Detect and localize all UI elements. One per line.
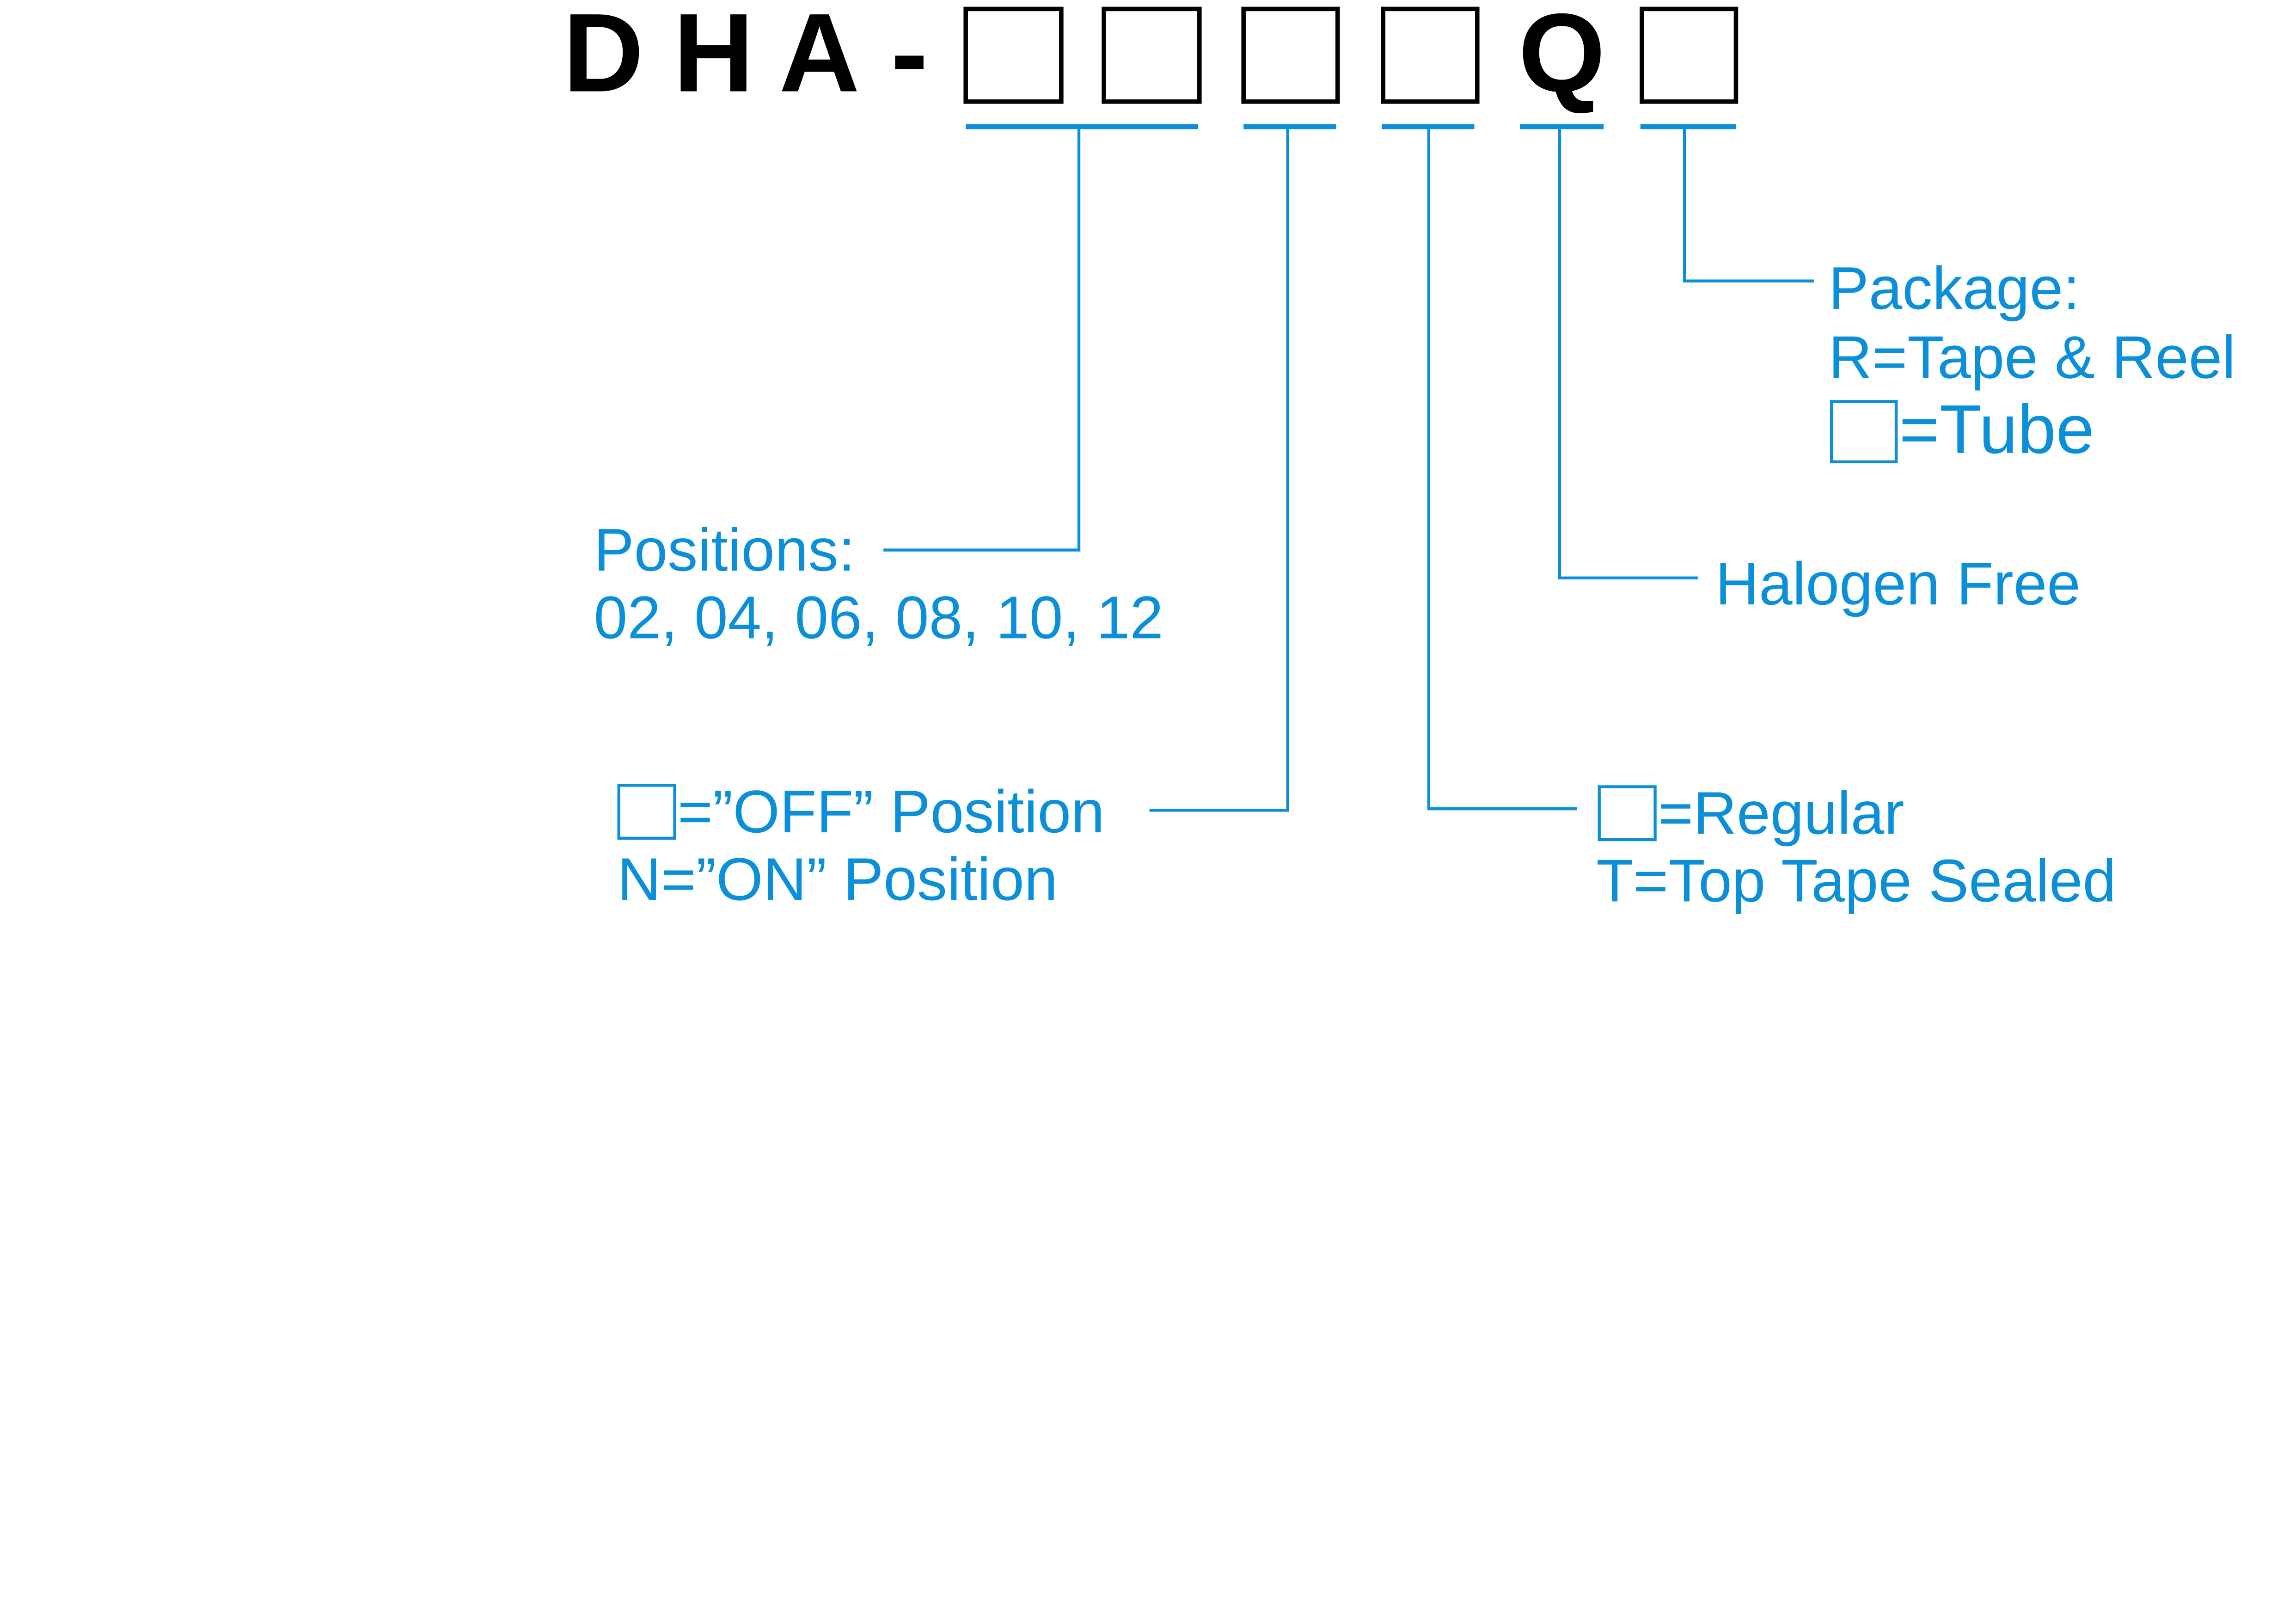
package-tube: =Tube (1899, 391, 2094, 468)
leader-package (1683, 126, 1814, 283)
package-title: Package: (1829, 254, 2080, 322)
position-box-1 (963, 6, 1064, 104)
blank-square-icon (1598, 785, 1657, 842)
position-box-2 (1102, 6, 1202, 104)
positions-legend: Positions: 02, 04, 06, 08, 10, 12 (594, 516, 1163, 651)
package-box (1640, 6, 1739, 104)
sealing-box (1381, 6, 1480, 104)
leader-switch (1149, 126, 1289, 812)
leader-sealing (1427, 126, 1578, 811)
switch-on: N=”ON” Position (618, 845, 1058, 913)
part-number-code: D H A - Q (563, 0, 1739, 115)
halogen-legend: Halogen Free (1715, 550, 2081, 617)
positions-title: Positions: (594, 516, 855, 584)
halogen-free-label: Halogen Free (1715, 550, 2081, 617)
switch-off: =”OFF” Position (678, 778, 1105, 845)
positions-values: 02, 04, 06, 08, 10, 12 (594, 584, 1163, 651)
sealing-regular: =Regular (1658, 779, 1904, 847)
sealing-legend: =Regular T=Top Tape Sealed (1596, 779, 2116, 914)
prefix-char-dash: - (891, 0, 928, 115)
sealing-top-tape: T=Top Tape Sealed (1596, 847, 2116, 915)
halogen-char-q: Q (1518, 0, 1605, 115)
switch-state-legend: =”OFF” Position N=”ON” Position (617, 778, 1105, 913)
switch-state-box (1241, 6, 1340, 104)
package-legend: Package: R=Tape & Reel =Tube (1829, 254, 2235, 468)
blank-square-icon (1830, 400, 1898, 463)
leader-lines (883, 126, 1814, 812)
prefix-char-d: D (563, 0, 644, 115)
leader-halogen (1558, 126, 1698, 580)
package-reel: R=Tape & Reel (1829, 324, 2235, 391)
blank-square-icon (617, 784, 676, 840)
prefix-char-h: H (673, 0, 754, 115)
prefix-char-a: A (779, 0, 860, 115)
leader-positions (883, 126, 1081, 552)
